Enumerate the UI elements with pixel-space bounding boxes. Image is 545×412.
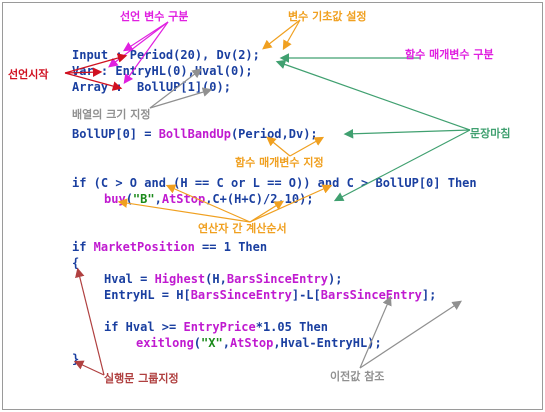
arrows-op-order	[117, 184, 333, 223]
label-declare-types: 선언 변수 구분	[120, 10, 189, 23]
label-var-init: 변수 기초값 설정	[288, 10, 367, 23]
label-op-order: 연산자 간 계산순서	[198, 222, 287, 235]
arrows-statement-end	[275, 59, 471, 202]
keyword-var: Var	[72, 64, 94, 78]
function-bollbandup: BollBandUp	[158, 127, 231, 141]
code-line-exitlong: exitlong("X",AtStop,Hval-EntryHL);	[136, 336, 382, 350]
code-line-if-hval: if Hval >= EntryPrice*1.05 Then	[104, 320, 328, 334]
code-line-open-brace: {	[72, 256, 80, 270]
code-line-entryhl: EntryHL = H[BarsSinceEntry]-L[BarsSinceE…	[104, 288, 437, 302]
label-func-params: 함수 매개변수 구분	[405, 48, 494, 61]
code-line-if-condition: if (C > O and (H == C or L == O)) and C …	[72, 176, 477, 190]
code-line-var: Var : EntryHL(0),Hval(0);	[72, 64, 253, 78]
arrows-array-size	[149, 68, 213, 109]
arrows-prev-value	[359, 295, 463, 369]
code-line-bollup: BollUP[0] = BollBandUp(Period,Dv);	[72, 127, 318, 141]
label-statement-end: 문장마침	[470, 127, 511, 140]
code-line-close-brace: }	[72, 352, 80, 366]
label-func-param-spec: 함수 매개변수 지정	[235, 156, 324, 169]
arrows-declare-start	[64, 53, 128, 91]
code-line-if-marketposition: if MarketPosition == 1 Then	[72, 240, 268, 254]
arrows-block	[73, 267, 105, 376]
keyword-array: Array	[72, 80, 109, 94]
arrows-var-init	[262, 19, 301, 51]
label-block: 실행문 그룹지정	[104, 372, 179, 385]
arrows-func-param-spec	[266, 136, 325, 157]
arrows-declare-types	[108, 21, 169, 84]
code-line-hval: Hval = Highest(H,BarsSinceEntry);	[104, 272, 343, 286]
code-line-input: Input : Period(20), Dv(2);	[72, 48, 260, 62]
label-declare-start: 선언시작	[8, 68, 49, 81]
keyword-input: Input	[72, 48, 109, 62]
label-prev-value: 이전값 참조	[330, 370, 385, 383]
label-array-size: 배열의 크기 지정	[72, 108, 151, 121]
